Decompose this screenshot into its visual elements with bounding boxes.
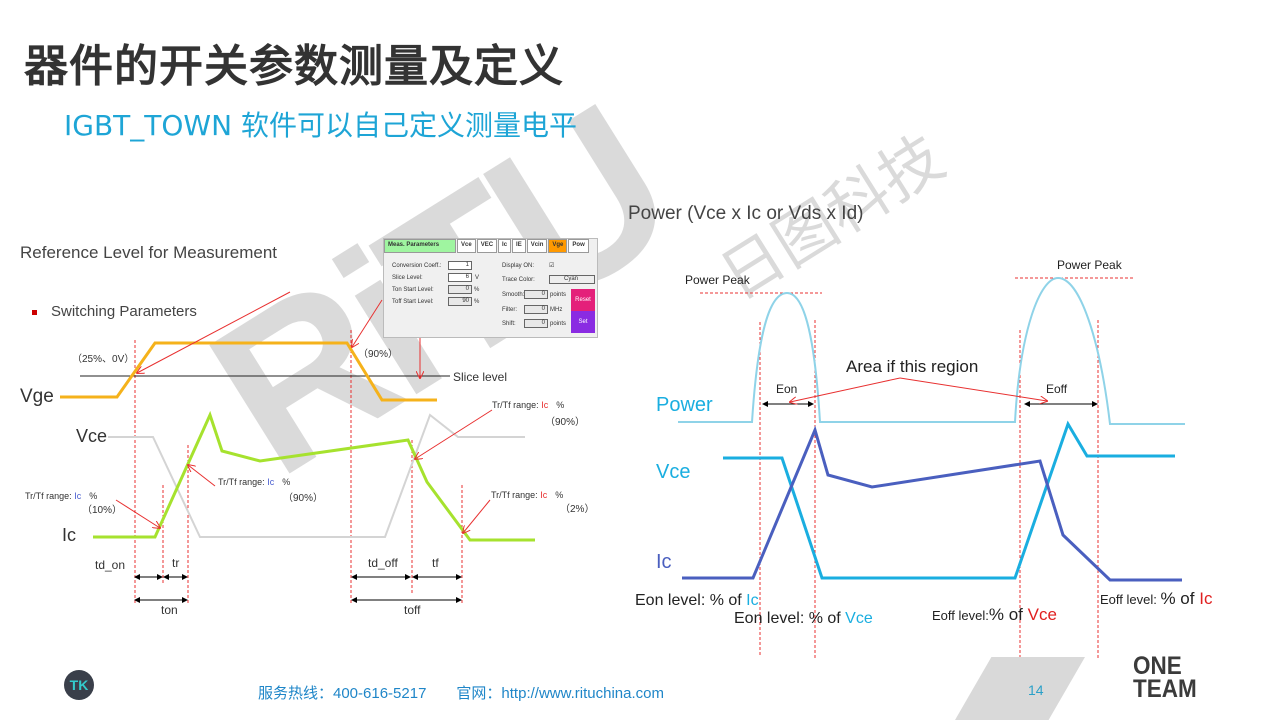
- left-heading: Reference Level for Measurement: [20, 243, 278, 262]
- red-dashed-markers: [700, 277, 1135, 665]
- conversion-coeff-label: Conversion Coeff.:: [392, 263, 442, 269]
- smooth-input[interactable]: 0: [524, 290, 548, 299]
- trtf-label-4: Tr/Tf range: Ic%: [491, 490, 563, 500]
- slice-level-label: Slice level: [453, 370, 507, 384]
- toff-start-unit: %: [474, 299, 480, 305]
- bullet-text: Switching Parameters: [51, 303, 197, 320]
- ic-label: Ic: [656, 551, 672, 573]
- slice-level-unit: V: [475, 275, 480, 281]
- tab-ie[interactable]: IE: [512, 239, 526, 253]
- vce-label: Vce: [76, 426, 107, 446]
- trace-color-label: Trace Color:: [502, 277, 535, 283]
- td-off-label: td_off: [368, 556, 398, 570]
- tab-vce[interactable]: Vce: [457, 239, 476, 253]
- vge-waveform: [60, 341, 437, 402]
- conversion-coeff-input[interactable]: 1: [448, 261, 472, 270]
- p10-label: （10%）: [82, 504, 122, 516]
- power-peak-label-1: Power Peak: [685, 273, 751, 287]
- website-link[interactable]: 官网：http://www.rituchina.com: [456, 685, 664, 702]
- p25-label: （25%、0V）: [72, 353, 134, 365]
- power-label: Power: [656, 394, 713, 416]
- ton-label: ton: [161, 603, 178, 617]
- reset-button[interactable]: Reset: [571, 289, 595, 311]
- red-dashed-markers: [134, 330, 463, 605]
- trace-color-button[interactable]: Cyan: [549, 275, 595, 284]
- area-label: Area if this region: [846, 357, 978, 376]
- smooth-label: Smooth:: [502, 292, 525, 298]
- smooth-unit: points: [550, 292, 567, 298]
- tab-ic[interactable]: Ic: [498, 239, 512, 253]
- tab-vec[interactable]: VEC: [476, 239, 498, 253]
- subtitle: IGBT_TOWN 软件可以自己定义测量电平: [64, 109, 577, 142]
- filter-label: Filter:: [502, 307, 517, 313]
- power-waveform: [678, 276, 1185, 425]
- shift-input[interactable]: 0: [524, 319, 548, 328]
- toff-start-input[interactable]: 90: [448, 297, 472, 306]
- logo-team: TEAM: [1133, 675, 1197, 703]
- bullet-item: Switching Parameters: [32, 303, 197, 320]
- ic-label: Ic: [62, 525, 76, 545]
- tab-pow[interactable]: Pow: [568, 239, 589, 253]
- toff-label: toff: [404, 603, 421, 617]
- page-number: 14: [1028, 682, 1044, 698]
- power-diagram: Power Peak Power Peak Area if this regio…: [635, 258, 1213, 665]
- tab-vcin[interactable]: Vcin: [526, 239, 548, 253]
- panel-tabs: Meas. Parameters Vce VEC Ic IE Vcin Vge …: [384, 239, 597, 253]
- bullet-icon: [32, 309, 37, 315]
- tab-vge[interactable]: Vge: [548, 239, 568, 253]
- company-logo: TK: [64, 670, 94, 700]
- eon-ic-level: Eon level: % of Ic: [635, 592, 759, 609]
- tf-label: tf: [432, 556, 439, 570]
- toff-start-label: Toff Start Level:: [392, 299, 434, 305]
- vce-waveform: [723, 420, 1175, 580]
- ton-start-unit: %: [474, 287, 480, 293]
- trtf-label-1: Tr/Tf range: Ic%: [25, 491, 97, 501]
- power-peak-label-2: Power Peak: [1057, 258, 1123, 272]
- slice-level-input[interactable]: 6: [448, 273, 472, 282]
- p2-label: （2%）: [560, 503, 594, 515]
- filter-unit: MHz: [550, 307, 563, 313]
- display-on-checkbox[interactable]: ☑: [549, 263, 555, 269]
- ton-start-label: Ton Start Level:: [392, 287, 434, 293]
- trtf-label-2: Tr/Tf range: Ic%: [218, 477, 290, 487]
- trtf-label-3: Tr/Tf range: Ic%: [492, 400, 564, 410]
- ic-waveform: [682, 425, 1182, 582]
- eoff-ic-level: Eoff level: % of Ic: [1100, 589, 1213, 608]
- shift-label: Shift:: [502, 321, 516, 327]
- eoff-vce-level: Eoff level:% of Vce: [932, 605, 1057, 624]
- page-title: 器件的开关参数测量及定义: [24, 41, 564, 92]
- shift-unit: points: [550, 321, 567, 327]
- eoff-label: Eoff: [1046, 382, 1068, 396]
- vce-waveform: [108, 413, 525, 538]
- vge-label: Vge: [20, 386, 54, 407]
- slice-level-label: Slice Level:: [392, 275, 423, 281]
- hotline: 服务热线：400-616-5217: [258, 685, 427, 702]
- tab-meas-parameters[interactable]: Meas. Parameters: [384, 239, 456, 253]
- p90-label-2: （90%）: [283, 492, 323, 504]
- logo-one: ONE: [1133, 652, 1182, 680]
- power-title: Power (Vce x Ic or Vds x Id): [628, 203, 864, 224]
- p90-label: （90%）: [358, 348, 398, 360]
- measurement-parameters-panel: Meas. Parameters Vce VEC Ic IE Vcin Vge …: [383, 238, 598, 338]
- ton-start-input[interactable]: 0: [448, 285, 472, 294]
- footer: 服务热线：400-616-5217 官网：http://www.rituchina…: [258, 682, 694, 703]
- vce-label: Vce: [656, 461, 690, 483]
- ic-waveform: [93, 410, 535, 542]
- eon-label: Eon: [776, 382, 797, 396]
- p90-label-3: （90%）: [545, 416, 585, 428]
- switching-diagram: Vge Vce Ic Slice level （25%、0V） （90%） Tr…: [20, 291, 594, 617]
- tr-label: tr: [172, 556, 179, 570]
- filter-input[interactable]: 0: [524, 305, 548, 314]
- eon-vce-level: Eon level: % of Vce: [734, 610, 873, 627]
- set-button[interactable]: Set: [571, 311, 595, 333]
- td-on-label: td_on: [95, 558, 125, 572]
- display-on-label: Display ON:: [502, 263, 535, 269]
